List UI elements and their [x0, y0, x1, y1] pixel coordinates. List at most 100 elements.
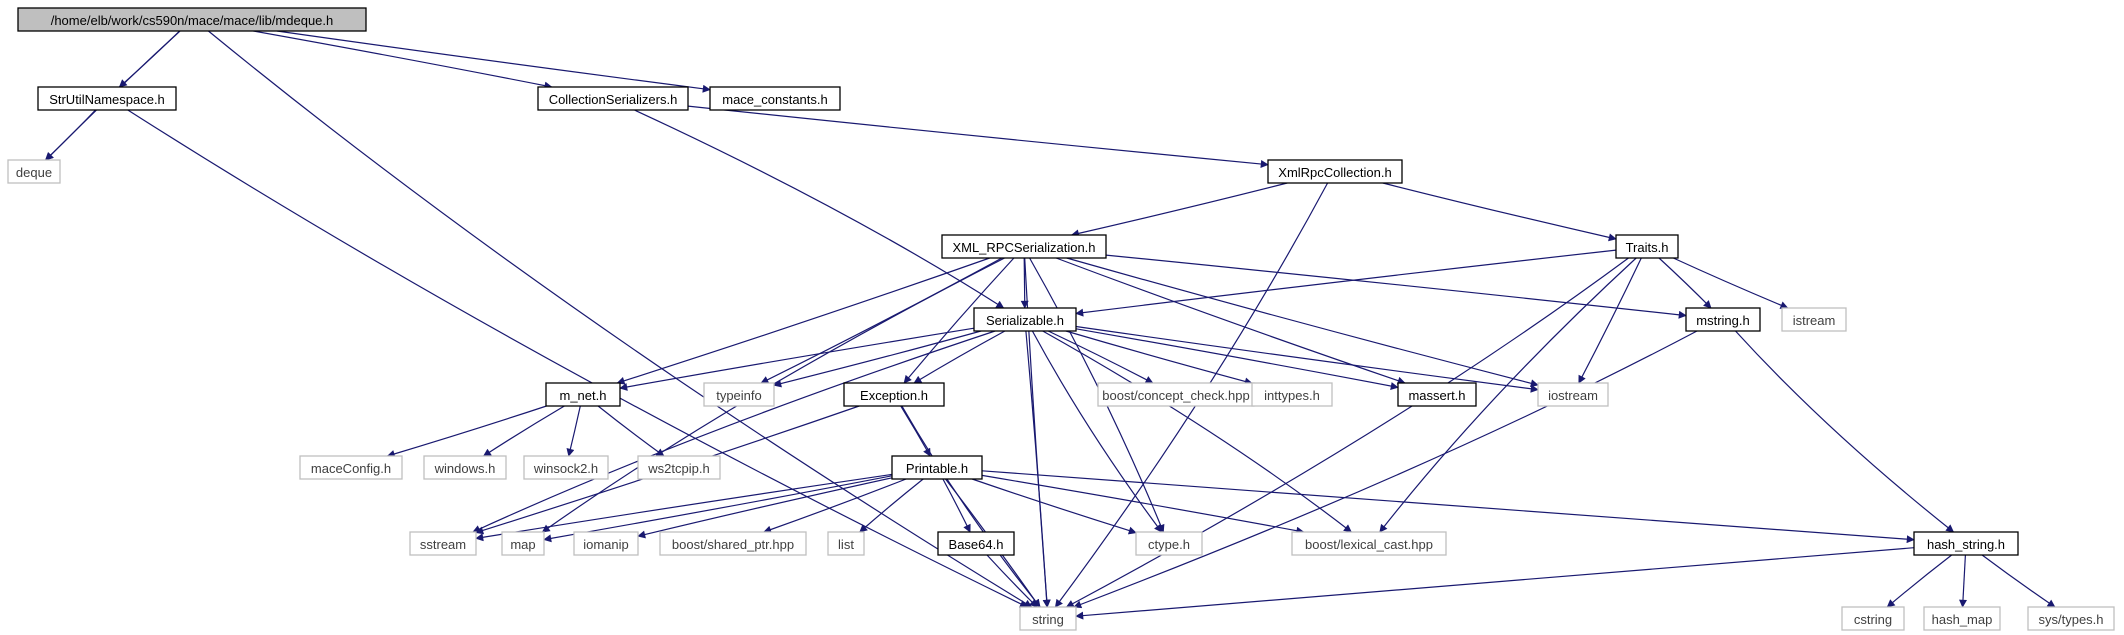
edge-xmlrpcser-to-mstring [1105, 254, 1687, 319]
edge-serializable-to-mnet [619, 327, 975, 391]
edge-line [903, 257, 1015, 384]
edge-printable-to-ctype [971, 478, 1137, 535]
edge-line [127, 109, 1028, 608]
node-label: winsock2.h [533, 461, 598, 476]
node-label: boost/shared_ptr.hpp [672, 537, 794, 552]
node-box [1397, 382, 1477, 407]
edge-traits-to-iostream [1578, 257, 1642, 384]
node-box [409, 531, 477, 556]
node-sys-types-h: sys/types.h [2027, 606, 2115, 631]
node-label: mstring.h [1696, 313, 1749, 328]
node-massert-h[interactable]: massert.h [1397, 382, 1477, 407]
edge-line [472, 330, 996, 533]
edge-printable-to-list [859, 478, 924, 533]
edge-serializable-to-lexicalcast [1042, 330, 1352, 533]
node-box [703, 382, 775, 407]
node-box [827, 531, 865, 556]
edge-line [1070, 182, 1288, 238]
edge-line [763, 478, 907, 534]
edge-line [1075, 547, 1915, 620]
edge-line [1025, 330, 1051, 608]
node-label: hash_map [1932, 612, 1993, 627]
node-box [573, 531, 639, 556]
node-mace-constants-h[interactable]: mace_constants.h [709, 86, 841, 111]
node-list: list [827, 531, 865, 556]
edge-line [1065, 257, 1629, 608]
node-collectionserializers-h[interactable]: CollectionSerializers.h [537, 86, 689, 111]
node-label: CollectionSerializers.h [549, 92, 678, 107]
node-label: iostream [1548, 388, 1598, 403]
edge-printable-to-map [543, 475, 893, 543]
edge-line [44, 109, 96, 161]
edge-mnet-to-maceconfig [386, 405, 547, 458]
edge-xmlrpccoll-to-traits [1382, 182, 1617, 242]
node-xmlrpccollection-h[interactable]: XmlRpcCollection.h [1267, 159, 1403, 184]
node-box [17, 7, 367, 32]
node-mstring-h[interactable]: mstring.h [1685, 307, 1761, 332]
node-box [941, 234, 1107, 259]
node-label: cstring [1854, 612, 1892, 627]
node-label: massert.h [1408, 388, 1465, 403]
edge-line [1075, 325, 1539, 393]
node-serializable-h[interactable]: Serializable.h [973, 307, 1077, 332]
edge-printable-to-sharedptr [763, 478, 907, 534]
edge-line [1382, 182, 1617, 242]
node-box [1267, 159, 1403, 184]
edge-line [1073, 330, 1698, 609]
edge-line [981, 470, 1915, 544]
edge-xmlrpcser-to-typeinfo [760, 257, 1003, 384]
edge-serializable-to-string [1025, 330, 1051, 608]
edge-line [1075, 249, 1617, 317]
node-label: Base64.h [949, 537, 1004, 552]
edge-line [482, 405, 565, 457]
edge-printable-to-base64 [942, 478, 971, 533]
edge-exception-to-string [901, 405, 1041, 608]
node-label: XML_RPCSerialization.h [952, 240, 1095, 255]
edge-serializable-to-typeinfo [773, 330, 982, 388]
edge-xmlrpcser-to-iostream [1066, 257, 1539, 388]
edge-mnet-to-windows [482, 405, 565, 457]
node-label: deque [16, 165, 52, 180]
edge-exception-to-printable [900, 405, 931, 457]
edge-line [1673, 257, 1789, 309]
node-box [1291, 531, 1447, 556]
node-label: inttypes.h [1264, 388, 1320, 403]
node-xml-rpcserialization-h[interactable]: XML_RPCSerialization.h [941, 234, 1107, 259]
node-traits-h[interactable]: Traits.h [1615, 234, 1679, 259]
node-home-elb-work-cs590n-mace-mace-lib-mdeque-h[interactable]: /home/elb/work/cs590n/mace/mace/lib/mdeq… [17, 7, 367, 32]
node-m-net-h[interactable]: m_net.h [545, 382, 621, 407]
node-box [1923, 606, 2001, 631]
edge-line [913, 330, 1006, 384]
edge-line [971, 478, 1137, 535]
node-box [1251, 382, 1333, 407]
node-maceconfig-h: maceConfig.h [299, 455, 403, 480]
node-hash-string-h[interactable]: hash_string.h [1913, 531, 2019, 556]
node-boost-shared-ptr-hpp: boost/shared_ptr.hpp [659, 531, 807, 556]
node-label: iomanip [583, 537, 629, 552]
edge-line [276, 30, 711, 93]
node-exception-h[interactable]: Exception.h [843, 382, 945, 407]
node-boost-lexical-cast-hpp: boost/lexical_cast.hpp [1291, 531, 1447, 556]
edge-line [1735, 330, 1955, 533]
edge-collser-to-serializable [634, 109, 1005, 309]
node-box [545, 382, 621, 407]
edge-line [208, 30, 1033, 608]
edge-hashstring-to-hashmap [1959, 554, 1968, 608]
edge-xmlrpccoll-to-xmlrpcser [1070, 182, 1288, 238]
node-winsock2-h: winsock2.h [523, 455, 609, 480]
edge-line [543, 475, 893, 543]
node-istream: istream [1781, 307, 1847, 332]
node-label: sys/types.h [2038, 612, 2103, 627]
edge-serializable-to-conceptcheck [1047, 330, 1154, 384]
node-printable-h[interactable]: Printable.h [891, 455, 983, 480]
node-deque: deque [7, 159, 61, 184]
node-strutilnamespace-h[interactable]: StrUtilNamespace.h [37, 86, 177, 111]
node-label: maceConfig.h [311, 461, 391, 476]
node-box [891, 455, 983, 480]
node-box [1685, 307, 1761, 332]
node-layer: /home/elb/work/cs590n/mace/mace/lib/mdeq… [7, 7, 2115, 631]
node-base64-h[interactable]: Base64.h [937, 531, 1015, 556]
node-iomanip: iomanip [573, 531, 639, 556]
node-box [501, 531, 545, 556]
node-box [1913, 531, 2019, 556]
